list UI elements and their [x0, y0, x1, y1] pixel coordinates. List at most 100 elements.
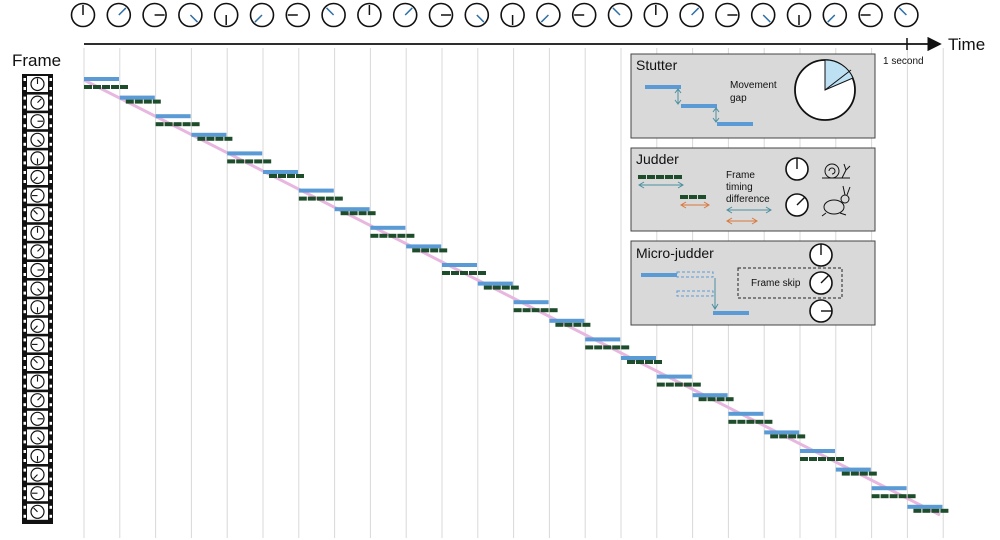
judder-clock-fast-icon [785, 193, 809, 217]
frame-axis-label: Frame [12, 51, 61, 70]
stutter-pie-clock-icon [794, 59, 856, 121]
render-frame-segment [513, 308, 522, 313]
render-frame-segment [325, 196, 334, 201]
render-frame-segment [478, 271, 486, 275]
render-frame-segment [716, 397, 725, 402]
render-frame-segment [868, 471, 877, 476]
clock-icon [285, 2, 311, 28]
clock-icon [858, 2, 883, 28]
render-frame-segment [263, 159, 272, 164]
film-frame-clock-icon [30, 355, 45, 371]
film-frame-clock-icon [30, 188, 45, 203]
clock-icon [249, 2, 275, 28]
display-frame-bar [585, 337, 621, 342]
film-frame-clock-icon [30, 207, 45, 222]
display-frame-bar [84, 77, 119, 81]
clock-icon [70, 2, 96, 28]
render-frame-segment [379, 233, 388, 238]
render-frame-segment [931, 508, 940, 513]
render-frame-segment [245, 159, 254, 164]
render-frame-segment [549, 308, 558, 313]
one-second-label: 1 second [883, 56, 924, 67]
render-frame-segment [818, 457, 826, 461]
top-clock-row [70, 2, 919, 28]
render-frame-segment [654, 360, 662, 364]
render-frame-segment [627, 360, 635, 364]
render-frame-segment [227, 159, 236, 164]
render-frame-segment [725, 397, 734, 402]
film-frame-clock-icon [30, 262, 45, 278]
render-frame-segment [674, 382, 683, 387]
ideal-motion-line [83, 78, 941, 517]
render-frame-segment [152, 99, 161, 104]
render-frame-segment [421, 248, 430, 253]
film-frame-clock-icon [30, 448, 45, 464]
film-frame-clock-icon [30, 318, 45, 333]
display-frame-bar [263, 170, 298, 174]
display-frame-bar [370, 225, 406, 230]
display-frame-bar [191, 132, 227, 137]
render-frame-segment [492, 285, 501, 290]
render-frame-segment [307, 196, 316, 201]
render-frame-segment [164, 122, 173, 127]
display-frame-bar [549, 318, 585, 323]
render-frame-segment [451, 271, 459, 275]
clock-icon [679, 2, 704, 28]
render-frame-segment [755, 419, 764, 424]
judder-note-line3: difference [726, 194, 770, 205]
render-frame-segment [460, 271, 468, 275]
stutter-note-line2: gap [730, 93, 747, 104]
clock-icon [392, 2, 418, 28]
render-frame-segment [522, 308, 531, 313]
film-frame-clock-icon [30, 486, 45, 501]
judder-note-line1: Frame [726, 170, 755, 181]
display-frame-bar [155, 114, 191, 119]
film-frame-clock-icon [30, 114, 45, 129]
render-frame-segment [922, 508, 931, 513]
render-frame-segment [770, 434, 779, 439]
render-frame-segment [531, 308, 540, 313]
render-frame-segment [367, 211, 376, 216]
render-frame-segment [621, 345, 630, 350]
clock-icon [428, 2, 454, 28]
film-frame-clock-icon [30, 281, 45, 296]
render-frame-segment [224, 136, 233, 141]
render-frame-segment [173, 122, 182, 127]
rabbit-icon [821, 185, 851, 217]
display-frame-bar [298, 188, 334, 193]
clock-icon [643, 2, 669, 28]
render-frame-segment [764, 419, 773, 424]
render-frame-segment [236, 159, 245, 164]
render-frame-segment [501, 285, 510, 290]
render-frame-segment [841, 471, 850, 476]
display-frame-bar [334, 207, 370, 212]
display-frame-bar [513, 300, 549, 305]
film-frame-clock-icon [30, 132, 45, 147]
micro-judder-clock-1-icon [809, 243, 833, 267]
render-frame-segment [439, 248, 448, 253]
display-frame-bar [656, 374, 692, 379]
micro-judder-panel: Micro-judder Frame skip [630, 240, 876, 326]
render-frame-segment [698, 397, 707, 402]
render-frame-segment [850, 471, 859, 476]
display-frame-bar [406, 244, 442, 249]
display-frame-bar [871, 486, 907, 491]
clock-icon [500, 2, 525, 28]
render-frame-segment [316, 196, 325, 201]
render-frame-segment [388, 233, 397, 238]
render-frame-segment [349, 211, 358, 216]
display-frame-bar [119, 95, 155, 100]
micro-judder-clock-3-icon [809, 299, 833, 323]
render-frame-segment [120, 85, 128, 89]
film-frame-clock-icon [30, 244, 45, 259]
stutter-panel: Stutter Movement gap [630, 53, 876, 139]
film-frame-clock-icon [30, 393, 45, 408]
film-frame-clock-icon [30, 225, 45, 240]
render-frame-segment [278, 174, 286, 178]
render-frame-segment [880, 494, 889, 499]
frame-skip-label: Frame skip [751, 278, 801, 289]
render-frame-segment [510, 285, 519, 290]
render-frame-segment [827, 457, 835, 461]
film-frame-clock-icon [30, 430, 45, 445]
render-frame-segment [483, 285, 492, 290]
